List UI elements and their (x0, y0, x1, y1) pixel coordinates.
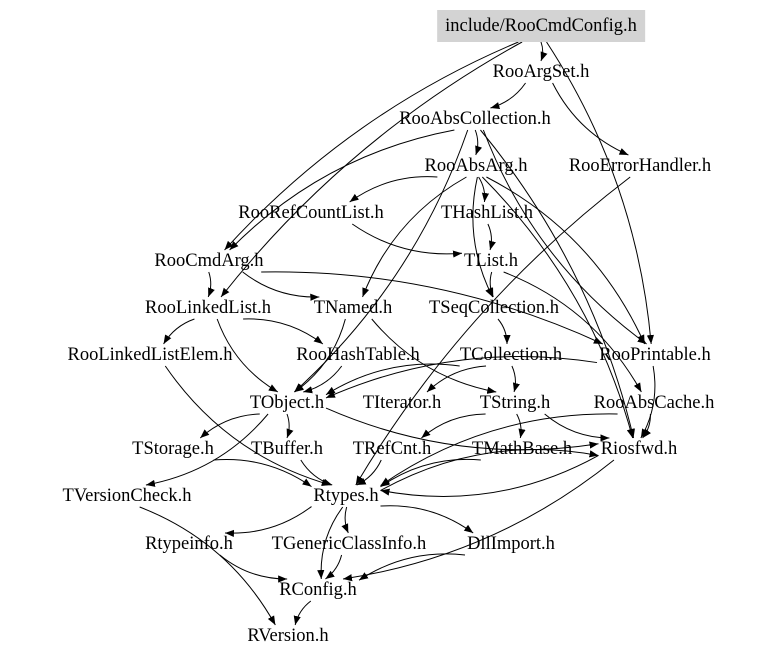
edge-absarg-to-riosfwd (481, 176, 634, 439)
node-tmathbase[interactable]: TMathBase.h (471, 439, 573, 459)
node-roolinkedlist[interactable]: RooLinkedList.h (145, 298, 271, 318)
node-tstring[interactable]: TString.h (479, 393, 551, 413)
edge-tbuffer-to-rtypes (300, 459, 333, 486)
edge-tmathbase-to-rtypes (380, 458, 481, 488)
edge-tlist-to-abscache (503, 271, 642, 393)
node-thashlist[interactable]: THashList.h (441, 203, 533, 223)
edge-tnamed-to-tobject (294, 318, 346, 393)
edge-tversion-to-rversion (139, 506, 276, 626)
node-rtypes[interactable]: Rtypes.h (313, 486, 379, 506)
edge-rtypes-to-rtypeinfo (224, 506, 312, 538)
node-tgenericclassinfo[interactable]: TGenericClassInfo.h (271, 534, 427, 554)
edge-tseqcoll-to-tcoll (497, 318, 511, 345)
edge-argset-to-abscoll (490, 82, 526, 110)
edge-printable-to-tobject (325, 355, 598, 399)
node-tbuffer[interactable]: TBuffer.h (250, 439, 324, 459)
node-roohashtable[interactable]: RooHashTable.h (296, 345, 420, 365)
node-titerator[interactable]: TIterator.h (362, 393, 442, 413)
edge-tcoll-to-titerator (426, 365, 487, 393)
edge-root-to-linkedlist (220, 41, 523, 298)
edge-root-to-cmdarg (224, 41, 519, 251)
edge-rtypes-to-riosfwd (380, 449, 599, 491)
node-roocmdconfig[interactable]: include/RooCmdConfig.h (437, 10, 645, 42)
node-tseqcollection[interactable]: TSeqCollection.h (429, 298, 559, 318)
edge-tobject-to-tbuffer (286, 413, 294, 439)
node-rooabsarg[interactable]: RooAbsArg.h (424, 156, 528, 176)
edge-absarg-to-refcount (349, 176, 438, 203)
node-rconfig[interactable]: RConfig.h (279, 580, 357, 600)
node-rooabscollection[interactable]: RooAbsCollection.h (399, 109, 551, 129)
edge-errhandler-to-rtypes (355, 176, 631, 486)
edge-tstring-to-tmathbase (516, 413, 526, 439)
node-dllimport[interactable]: DllImport.h (467, 534, 555, 554)
node-rtypeinfo[interactable]: Rtypeinfo.h (145, 534, 233, 554)
edge-tstorage-to-rtypes (213, 459, 312, 488)
node-tcollection[interactable]: TCollection.h (459, 345, 563, 365)
edge-rconfig-to-rversion (293, 600, 312, 626)
edge-tobject-to-tversion (145, 413, 269, 487)
edge-abscoll-to-riosfwd (480, 129, 635, 439)
edge-refcount-to-tlist (351, 223, 463, 258)
edge-absarg-to-tnamed (362, 176, 467, 298)
edge-dllimport-to-rconfig (358, 553, 466, 581)
node-rooprintable[interactable]: RooPrintable.h (599, 345, 711, 365)
edge-tcoll-to-tstring (511, 365, 520, 393)
node-rooerrorhandler[interactable]: RooErrorHandler.h (568, 156, 712, 176)
node-rversion[interactable]: RVersion.h (247, 626, 329, 646)
node-tnamed[interactable]: TNamed.h (313, 298, 393, 318)
edge-rtypes-to-tgeneric (341, 506, 349, 534)
edge-cmdarg-to-tnamed (242, 271, 320, 301)
edge-rtypes-to-dllimport (380, 505, 474, 534)
edge-trefcnt-to-rtypes (356, 459, 382, 486)
edge-abscoll-to-absarg (474, 129, 483, 156)
edge-riosfwd-to-rtypes (380, 455, 599, 497)
node-tversioncheck[interactable]: TVersionCheck.h (62, 486, 192, 506)
edge-tcoll-to-tobject (325, 363, 460, 396)
edge-linkedlist-to-tobject (216, 318, 279, 393)
node-tstorage[interactable]: TStorage.h (132, 439, 214, 459)
edge-tobject-to-riosfwd (325, 407, 599, 451)
edge-hashtable-to-tobject (303, 365, 343, 394)
node-roolinkedlistelem[interactable]: RooLinkedListElem.h (67, 345, 233, 365)
node-rooabscache[interactable]: RooAbsCache.h (593, 393, 715, 413)
node-riosfwd[interactable]: Riosfwd.h (600, 439, 678, 459)
edge-cmdarg-to-printable (261, 271, 604, 345)
edge-abscache-to-riosfwd (642, 413, 651, 439)
node-tobject[interactable]: TObject.h (249, 393, 325, 413)
edge-abscoll-to-cmdarg (229, 129, 455, 251)
node-tlist[interactable]: TList.h (464, 251, 518, 271)
node-rooargset[interactable]: RooArgSet.h (492, 62, 590, 82)
edge-tnamed-to-tstring (371, 318, 497, 394)
edge-root-to-printable (546, 41, 654, 345)
node-roocmdarg[interactable]: RooCmdArg.h (154, 251, 264, 271)
edge-tobject-to-tstorage (199, 413, 260, 439)
edge-abscache-to-rtypes (380, 413, 618, 486)
edge-absarg-to-tseqcoll (472, 176, 494, 298)
edge-absarg-to-thashlist (478, 176, 490, 203)
edge-argset-to-errhandler (552, 82, 629, 156)
edge-absarg-to-printable (486, 176, 646, 345)
edge-tlist-to-tseqcoll (486, 271, 494, 298)
edge-tgeneric-to-rconfig (325, 554, 343, 580)
edge-rtypes-to-rconfig (317, 506, 344, 580)
edge-linkedlist-to-hashtable (243, 318, 324, 345)
edge-root-to-argset (540, 41, 548, 62)
edge-riosfwd-to-rconfig (342, 459, 615, 582)
node-roorefcountlist[interactable]: RooRefCountList.h (238, 203, 384, 223)
edge-tstring-to-trefcnt (421, 413, 486, 439)
node-trefcnt[interactable]: TRefCnt.h (352, 439, 432, 459)
edge-cmdarg-to-linkedlist (207, 271, 215, 298)
edge-abscoll-to-printable (482, 129, 647, 345)
edge-rtypeinfo-to-rconfig (219, 554, 288, 583)
edge-linkedlist-to-linkedelem (163, 318, 195, 345)
edge-thashlist-to-tlist (487, 223, 496, 251)
edge-linkedelem-to-rtypes (164, 365, 331, 486)
